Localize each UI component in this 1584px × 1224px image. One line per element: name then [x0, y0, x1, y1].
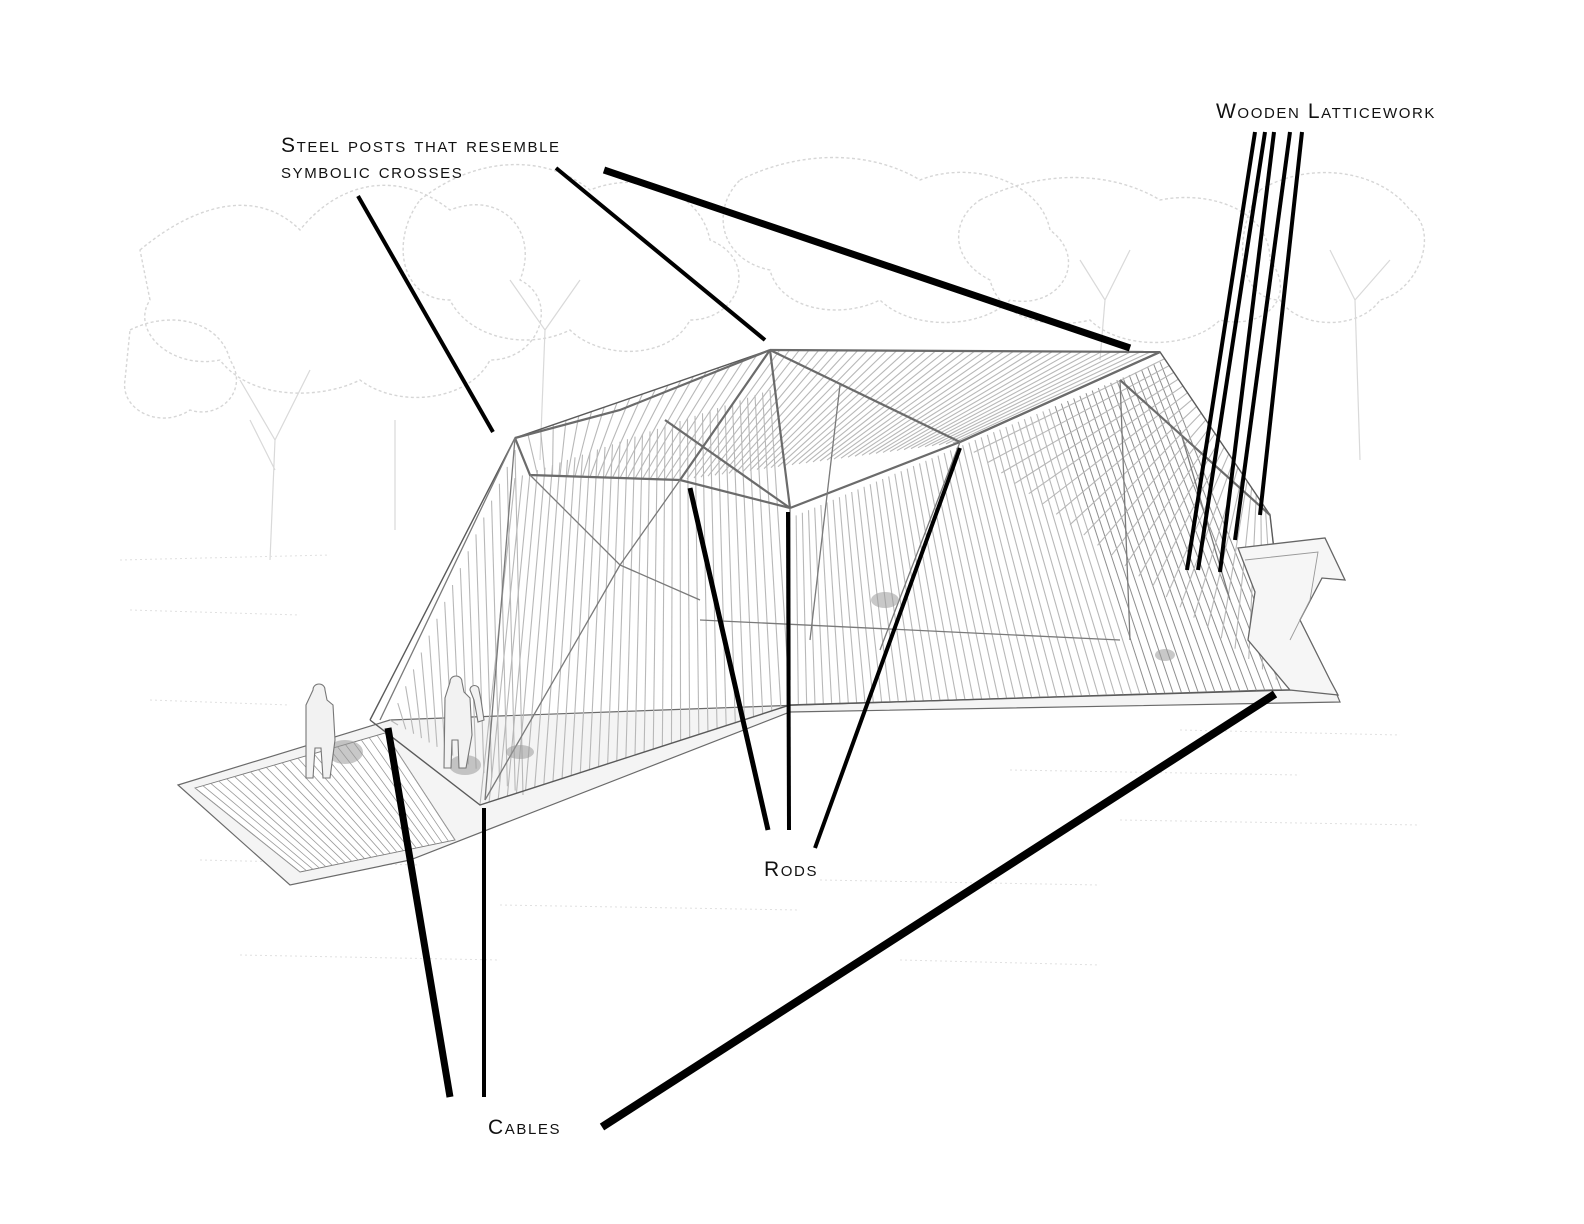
- leader-latticework-1: [1185, 131, 1257, 571]
- label-steel-posts-line2: symbolic crosses: [281, 160, 464, 183]
- leader-steel-post-center: [554, 166, 767, 342]
- label-rods: Rods: [764, 858, 819, 881]
- leader-rod-3: [813, 447, 962, 849]
- leader-cable-1: [384, 727, 454, 1098]
- bench-element: [1237, 537, 1347, 696]
- leader-steel-post-left: [356, 195, 495, 433]
- leader-cable-3: [599, 690, 1278, 1131]
- label-cables: Cables: [488, 1116, 562, 1139]
- steel-frame: [369, 348, 1291, 806]
- label-steel-posts: Steel posts that resemble symbolic cross…: [281, 133, 561, 185]
- wooden-latticework-slats: [389, 361, 1291, 806]
- leader-rod-1: [687, 487, 771, 831]
- leader-lines: [356, 131, 1304, 1131]
- leader-latticework-3: [1218, 131, 1276, 573]
- leader-latticework-2: [1196, 131, 1267, 571]
- leader-latticework-5: [1258, 131, 1304, 516]
- leader-latticework-4: [1233, 131, 1292, 541]
- leader-steel-post-right: [602, 166, 1132, 352]
- label-wooden-latticework: Wooden Latticework: [1216, 100, 1437, 123]
- label-steel-posts-line1: Steel posts that resemble: [281, 134, 561, 157]
- human-figures: [305, 592, 1175, 779]
- leader-rod-2: [786, 511, 791, 831]
